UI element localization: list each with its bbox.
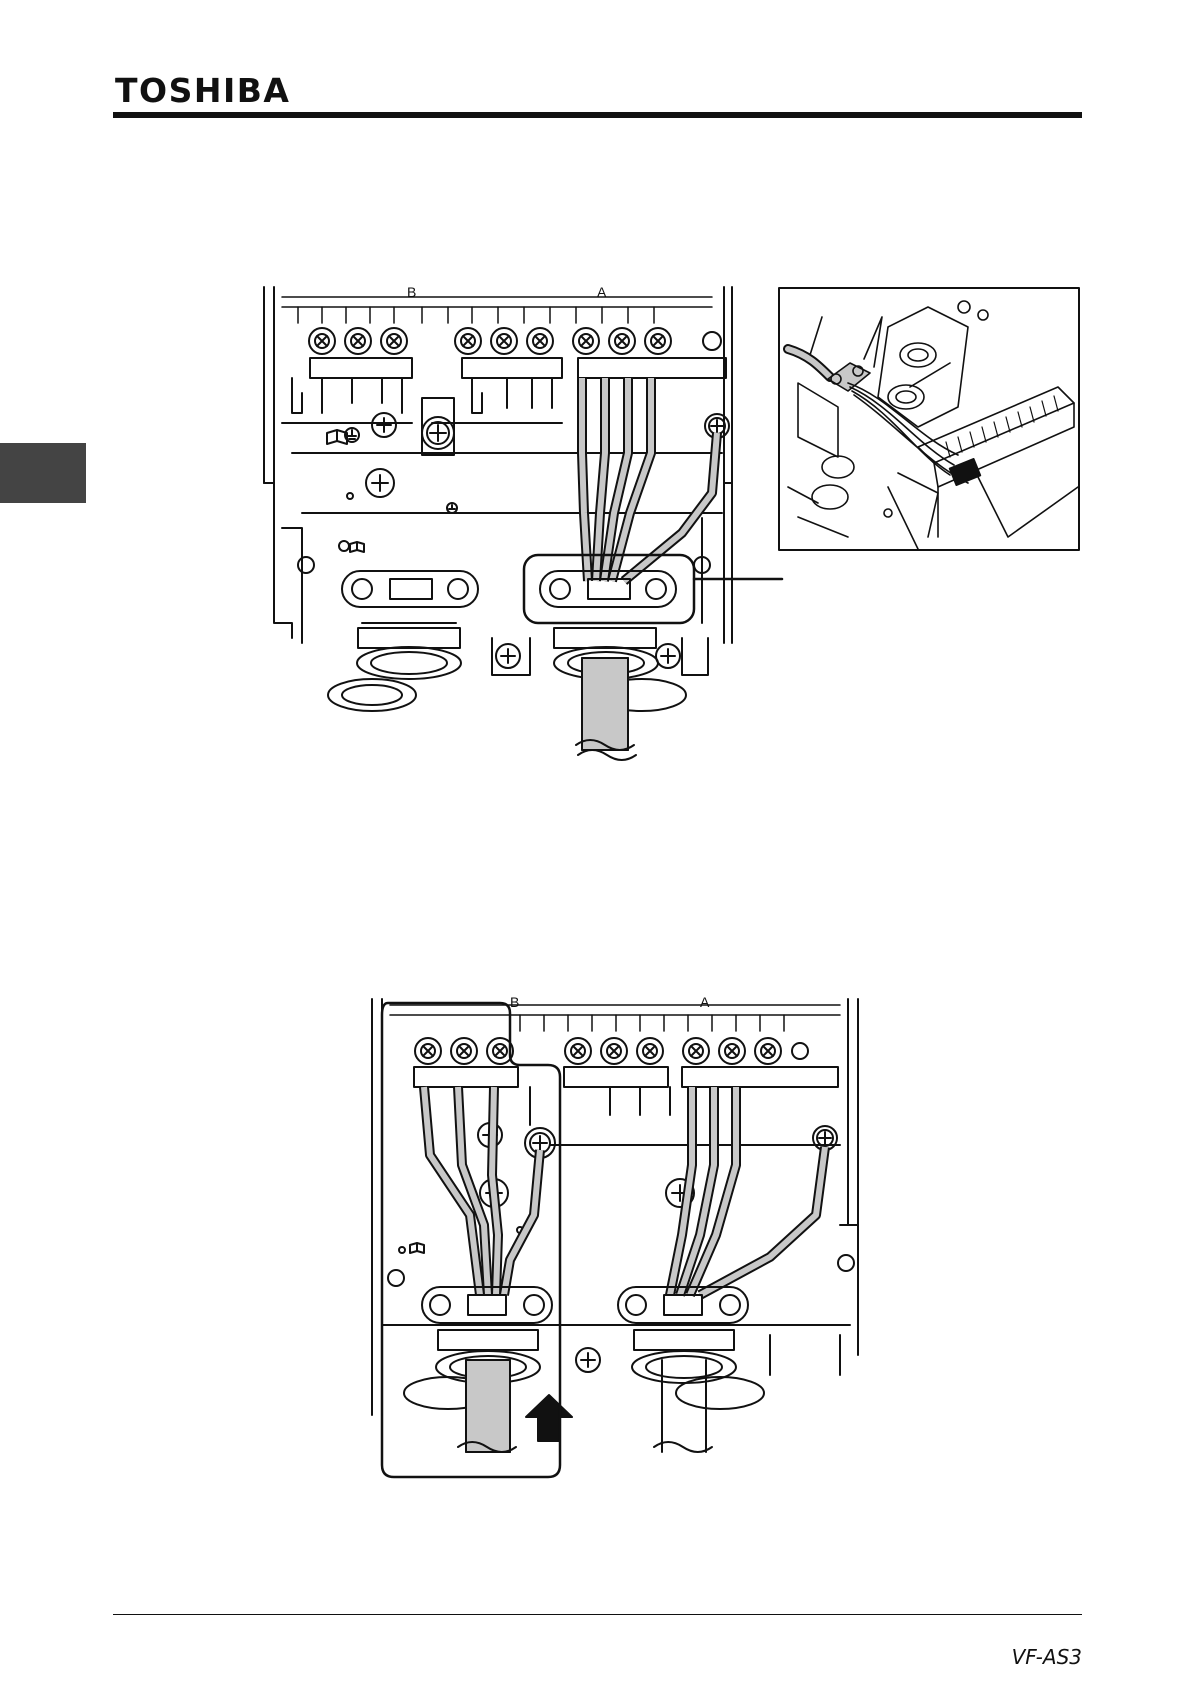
figure-label-b: B <box>510 995 519 1010</box>
manual-book-icon <box>327 430 364 552</box>
figure-label-a: A <box>597 284 607 300</box>
footer-rule <box>113 1614 1082 1615</box>
figure-label-b: B <box>407 284 416 300</box>
header-rule <box>113 112 1082 118</box>
wiring-figure-top: B A <box>262 283 802 763</box>
wiring-figure-inset <box>778 287 1080 551</box>
figure-label-a: A <box>700 995 710 1010</box>
chapter-side-tab <box>0 443 86 503</box>
screw-terminal-icon <box>415 1038 781 1064</box>
earth-ground-icon <box>345 428 457 513</box>
toshiba-logo: TOSHIBA <box>115 74 290 107</box>
wiring-figure-bottom: B A <box>370 995 870 1485</box>
screw-terminal-icon <box>309 328 671 354</box>
up-arrow-icon <box>526 1395 572 1441</box>
model-name: VF-AS3 <box>1012 1645 1082 1669</box>
manual-book-icon <box>410 1243 424 1253</box>
